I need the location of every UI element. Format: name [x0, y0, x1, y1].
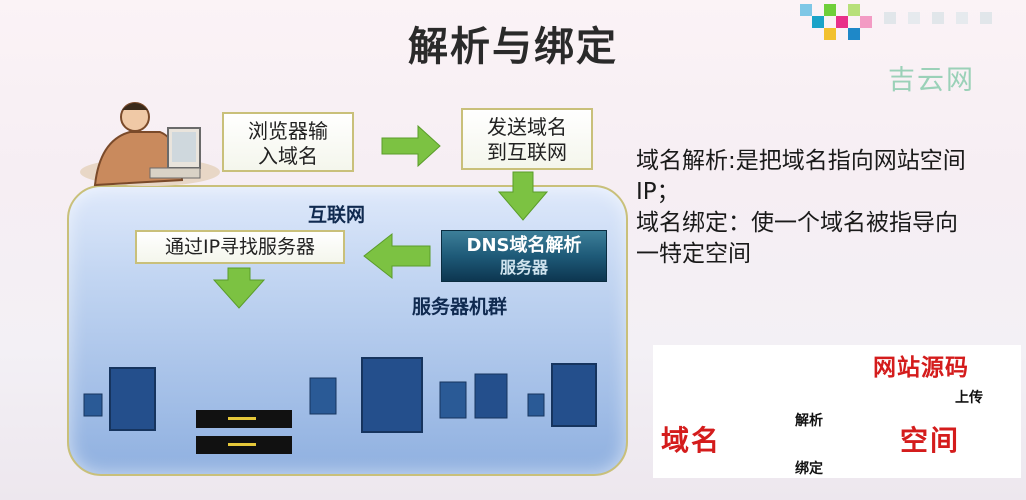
- send-domain-step: 发送域名 到互联网: [461, 108, 593, 170]
- arrow-left-1: [363, 232, 431, 280]
- page-title: 解析与绑定: [408, 24, 618, 70]
- desc-line-2: IP；: [636, 179, 680, 205]
- bind-label: 绑定: [795, 461, 823, 477]
- arrow-down-2: [212, 267, 266, 309]
- server-cluster-label: 服务器机群: [412, 296, 508, 318]
- description-text: 域名解析:是把域名指向网站空间 IP； 域名绑定：使一个域名被指导向 一特定空间: [636, 146, 1016, 270]
- binding-panel: [653, 345, 1021, 478]
- internet-label: 互联网: [308, 204, 366, 226]
- mosaic-decoration: [800, 4, 1020, 54]
- dns-server-box: DNS域名解析 服务器: [441, 230, 607, 282]
- desc-line-1: 域名解析:是把域名指向网站空间: [636, 148, 966, 174]
- arrow-down-1: [497, 171, 549, 221]
- find-server-step: 通过IP寻找服务器: [135, 230, 345, 264]
- upload-label: 上传: [955, 390, 983, 406]
- server-cluster-icon: [83, 357, 597, 454]
- browser-input-step: 浏览器输 入域名: [222, 112, 354, 172]
- dns-subtitle: 服务器: [499, 258, 548, 277]
- source-code-label: 网站源码: [873, 355, 969, 381]
- dns-title: DNS域名解析: [466, 235, 582, 256]
- domain-label: 域名: [661, 424, 722, 457]
- watermark-text: 吉云网: [888, 65, 975, 96]
- resolve-label: 解析: [795, 413, 823, 429]
- find-server-label: 通过IP寻找服务器: [164, 236, 316, 258]
- browser-input-label: 浏览器输 入域名: [248, 119, 328, 168]
- desc-line-3: 域名绑定：使一个域名被指导向: [636, 210, 958, 236]
- desc-line-4: 一特定空间: [636, 241, 751, 267]
- send-domain-label: 发送域名 到互联网: [487, 115, 567, 164]
- space-label: 空间: [900, 424, 961, 457]
- arrow-right-1: [381, 124, 441, 168]
- person-at-computer-icon: [80, 102, 220, 187]
